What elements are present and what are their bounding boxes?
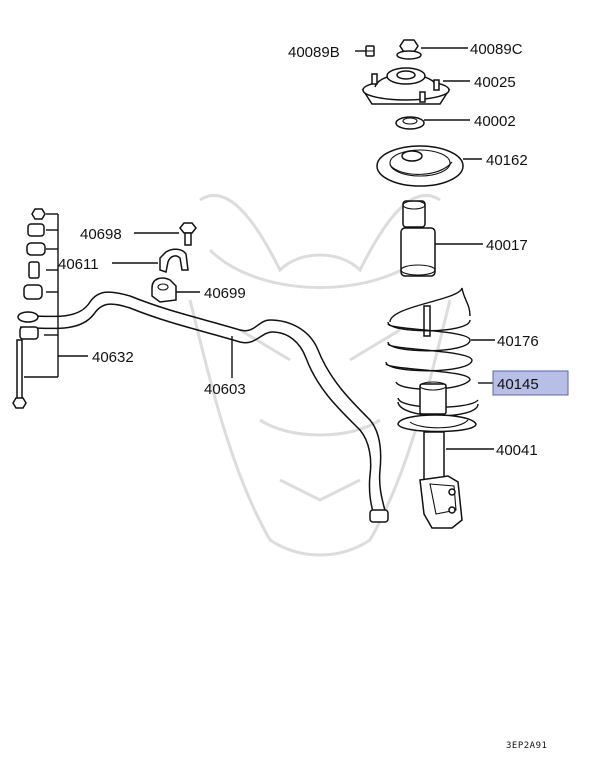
part-40145-spring-pad[interactable] <box>397 414 477 433</box>
label-40611[interactable]: 40611 <box>58 256 99 273</box>
part-40176-coil-spring[interactable] <box>385 287 479 417</box>
label-40089C[interactable]: 40089C <box>470 41 523 58</box>
part-40698-bolt[interactable] <box>179 222 197 246</box>
highlight-box-40145 <box>492 370 569 396</box>
diagram-code: 3EP2A91 <box>506 741 547 751</box>
label-40025[interactable]: 40025 <box>474 74 516 91</box>
label-40017[interactable]: 40017 <box>486 237 528 254</box>
label-40089B[interactable]: 40089B <box>288 44 340 61</box>
part-40002-bearing[interactable] <box>395 116 425 130</box>
label-40603[interactable]: 40603 <box>204 381 246 398</box>
label-40002[interactable]: 40002 <box>474 113 516 130</box>
part-40162-spring-seat[interactable] <box>376 145 464 187</box>
part-40089B-nut[interactable] <box>365 45 375 57</box>
label-40041[interactable]: 40041 <box>496 442 538 459</box>
label-40698[interactable]: 40698 <box>80 226 122 243</box>
part-40699-bushing[interactable] <box>151 277 177 303</box>
part-40089C-flange-nut[interactable] <box>396 39 422 60</box>
part-40017-dust-boot[interactable] <box>400 200 436 277</box>
part-40025-strut-mount[interactable] <box>361 67 451 105</box>
label-40162[interactable]: 40162 <box>486 152 528 169</box>
label-40699[interactable]: 40699 <box>204 285 246 302</box>
label-40145[interactable]: 40145 <box>497 376 539 393</box>
label-40176[interactable]: 40176 <box>497 333 539 350</box>
part-40041-strut[interactable] <box>419 381 463 529</box>
label-40632[interactable]: 40632 <box>92 349 134 366</box>
bracket-40632 <box>24 213 88 378</box>
part-40603-stabilizer-bar[interactable] <box>19 291 389 523</box>
part-40632-link-stack[interactable] <box>12 208 46 409</box>
part-40611-bracket[interactable] <box>159 248 189 273</box>
